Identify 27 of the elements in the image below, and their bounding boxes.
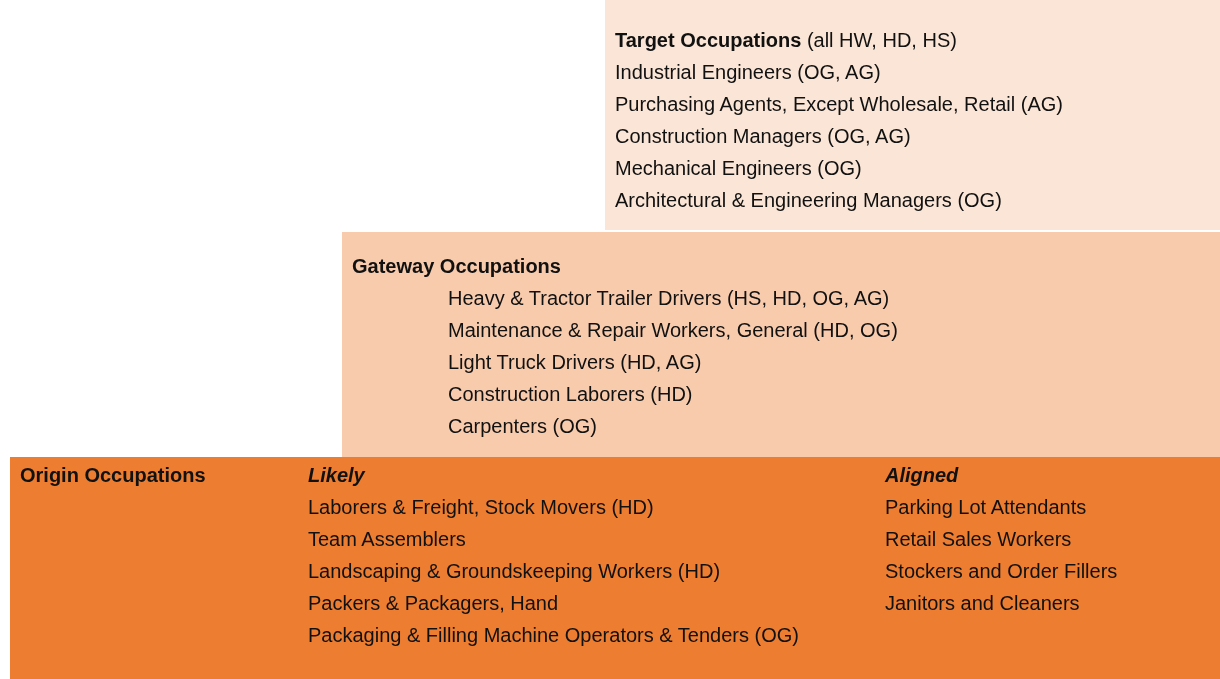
- occupation-text: Retail Sales Workers: [885, 527, 1072, 552]
- target-band: [605, 0, 1220, 230]
- heading-text: Target Occupations (all HW, HD, HS): [615, 28, 957, 53]
- gateway-band: [342, 232, 1220, 457]
- occupation-text: Janitors and Cleaners: [885, 591, 1080, 616]
- occupation-text: Architectural & Engineering Managers (OG): [615, 188, 1002, 213]
- occupation-text: Industrial Engineers (OG, AG): [615, 60, 881, 85]
- occupation-text: Landscaping & Groundskeeping Workers (HD): [308, 559, 721, 584]
- occupation-text: Carpenters (OG): [448, 414, 597, 439]
- occupation-text: Heavy & Tractor Trailer Drivers (HS, HD, OG, AG): [448, 286, 890, 311]
- heading-text: Origin Occupations: [20, 463, 206, 488]
- origin-band: [10, 457, 1220, 679]
- occupation-text: Mechanical Engineers (OG): [615, 156, 862, 181]
- occupation-text: Maintenance & Repair Workers, General (HD, OG): [448, 318, 898, 343]
- occupation-text: Construction Laborers (HD): [448, 382, 693, 407]
- occupation-text: Packers & Packagers, Hand: [308, 591, 559, 616]
- occupation-text: Purchasing Agents, Except Wholesale, Retail (AG): [615, 92, 1063, 117]
- heading-text: Aligned: [885, 463, 959, 488]
- occupation-text: Construction Managers (OG, AG): [615, 124, 911, 149]
- occupation-text: Light Truck Drivers (HD, AG): [448, 350, 702, 375]
- heading-text: Likely: [308, 463, 365, 488]
- occupation-text: Stockers and Order Fillers: [885, 559, 1118, 584]
- occupation-text: Packaging & Filling Machine Operators & Tenders (OG): [308, 623, 799, 648]
- occupation-text: Parking Lot Attendants: [885, 495, 1087, 520]
- heading-text: Gateway Occupations: [352, 254, 561, 279]
- occupation-text: Team Assemblers: [308, 527, 466, 552]
- occupation-text: Laborers & Freight, Stock Movers (HD): [308, 495, 654, 520]
